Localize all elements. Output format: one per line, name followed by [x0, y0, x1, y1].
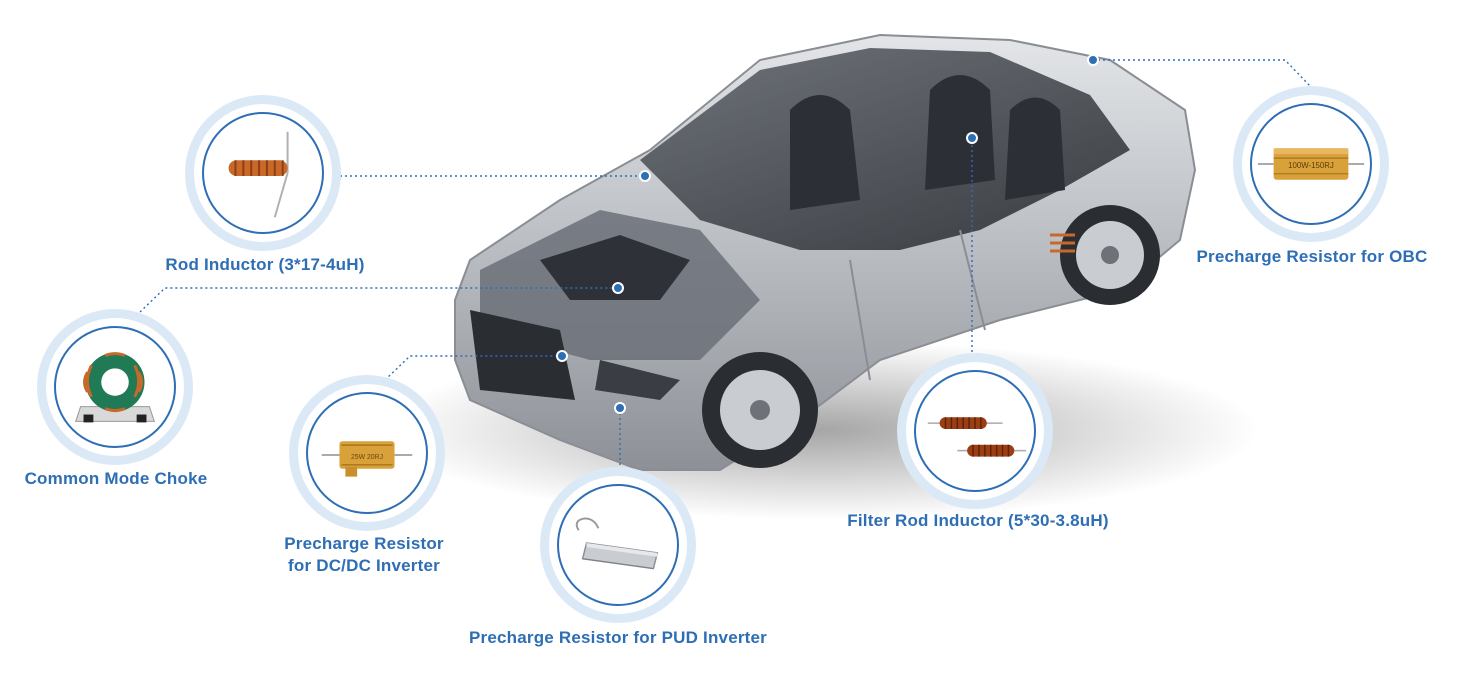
dot-marker-icon [614, 402, 626, 414]
callout-ring [914, 370, 1036, 492]
callout-rod-inductor[interactable] [194, 104, 332, 242]
label-filter-rod-inductor: Filter Rod Inductor (5*30-3.8uH) [847, 511, 1109, 530]
callout-ring: 25W 20RJ [306, 392, 428, 514]
callout-ring [54, 326, 176, 448]
callout-precharge-obc[interactable]: 100W-150RJ [1242, 95, 1380, 233]
dcdc-resistor-marking: 25W 20RJ [351, 454, 383, 461]
braking-resistor-icon [575, 517, 659, 570]
label-common-mode-choke: Common Mode Choke [24, 469, 208, 488]
dot-marker-icon [639, 170, 651, 182]
callout-precharge-pud[interactable] [549, 476, 687, 614]
label-precharge-dcdc-line2: for DC/DC Inverter [288, 556, 440, 575]
label-precharge-dcdc-line1: Precharge Resistor [284, 534, 444, 553]
leader-precharge-obc [1093, 59, 1313, 89]
filter-rod-inductor-icon [927, 417, 1027, 457]
callout-ring [557, 484, 679, 606]
car-cutaway-icon [380, 33, 1260, 520]
rod-inductor-icon [228, 131, 289, 218]
leader-precharge-dcdc [384, 355, 562, 381]
aluminum-housed-resistor-icon: 100W-150RJ [1257, 148, 1365, 180]
aluminum-resistor-icon: 25W 20RJ [321, 441, 413, 477]
dot-marker-icon [966, 132, 978, 144]
label-rod-inductor: Rod Inductor (3*17-4uH) [165, 255, 365, 274]
leader-lines [139, 59, 1313, 465]
callout-precharge-dcdc[interactable]: 25W 20RJ [298, 384, 436, 522]
dot-marker-icon [556, 350, 568, 362]
callout-filter-rod-inductor[interactable] [906, 362, 1044, 500]
dot-marker-icon [1087, 54, 1099, 66]
callout-common-mode-choke[interactable] [46, 318, 184, 456]
callout-ring [202, 112, 324, 234]
leader-common-mode-choke [139, 287, 618, 313]
label-precharge-obc: Precharge Resistor for OBC [1196, 247, 1428, 266]
common-mode-choke-icon [74, 352, 156, 423]
obc-resistor-marking: 100W-150RJ [1288, 161, 1334, 170]
label-precharge-pud: Precharge Resistor for PUD Inverter [469, 628, 767, 647]
dot-marker-icon [612, 282, 624, 294]
callout-ring: 100W-150RJ [1250, 103, 1372, 225]
